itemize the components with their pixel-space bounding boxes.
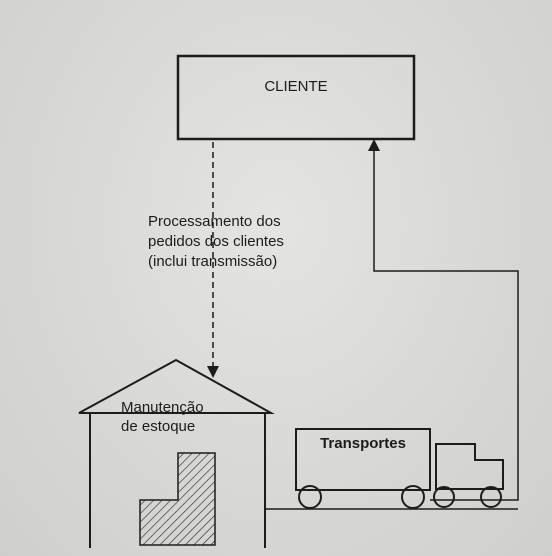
- client-box: [176, 54, 416, 141]
- client-label: CLIENTE: [264, 78, 328, 95]
- inventory-label: Manutenção de estoque: [121, 398, 204, 436]
- cab-wheel-front: [433, 486, 455, 508]
- truck-cab: [435, 443, 504, 490]
- order-processing-label: Processamento dos pedidos dos clientes (…: [148, 212, 284, 272]
- trailer-wheel-rear: [401, 485, 425, 509]
- truck-trailer: [295, 428, 431, 491]
- inventory-line-2: de estoque: [121, 418, 196, 435]
- cab-wheel-rear: [480, 486, 502, 508]
- order-processing-line-3: (inclui transmissão): [148, 253, 278, 270]
- order-processing-line-1: Processamento dos: [148, 213, 281, 230]
- stock-pile-hatched: [139, 452, 216, 546]
- inventory-line-1: Manutenção: [121, 399, 204, 416]
- order-processing-line-2: pedidos dos clientes: [148, 233, 284, 250]
- warehouse-roof: [78, 358, 275, 414]
- trailer-wheel-front: [298, 485, 322, 509]
- delivery-path-arrow: [368, 139, 519, 501]
- transport-label: Transportes: [320, 435, 406, 452]
